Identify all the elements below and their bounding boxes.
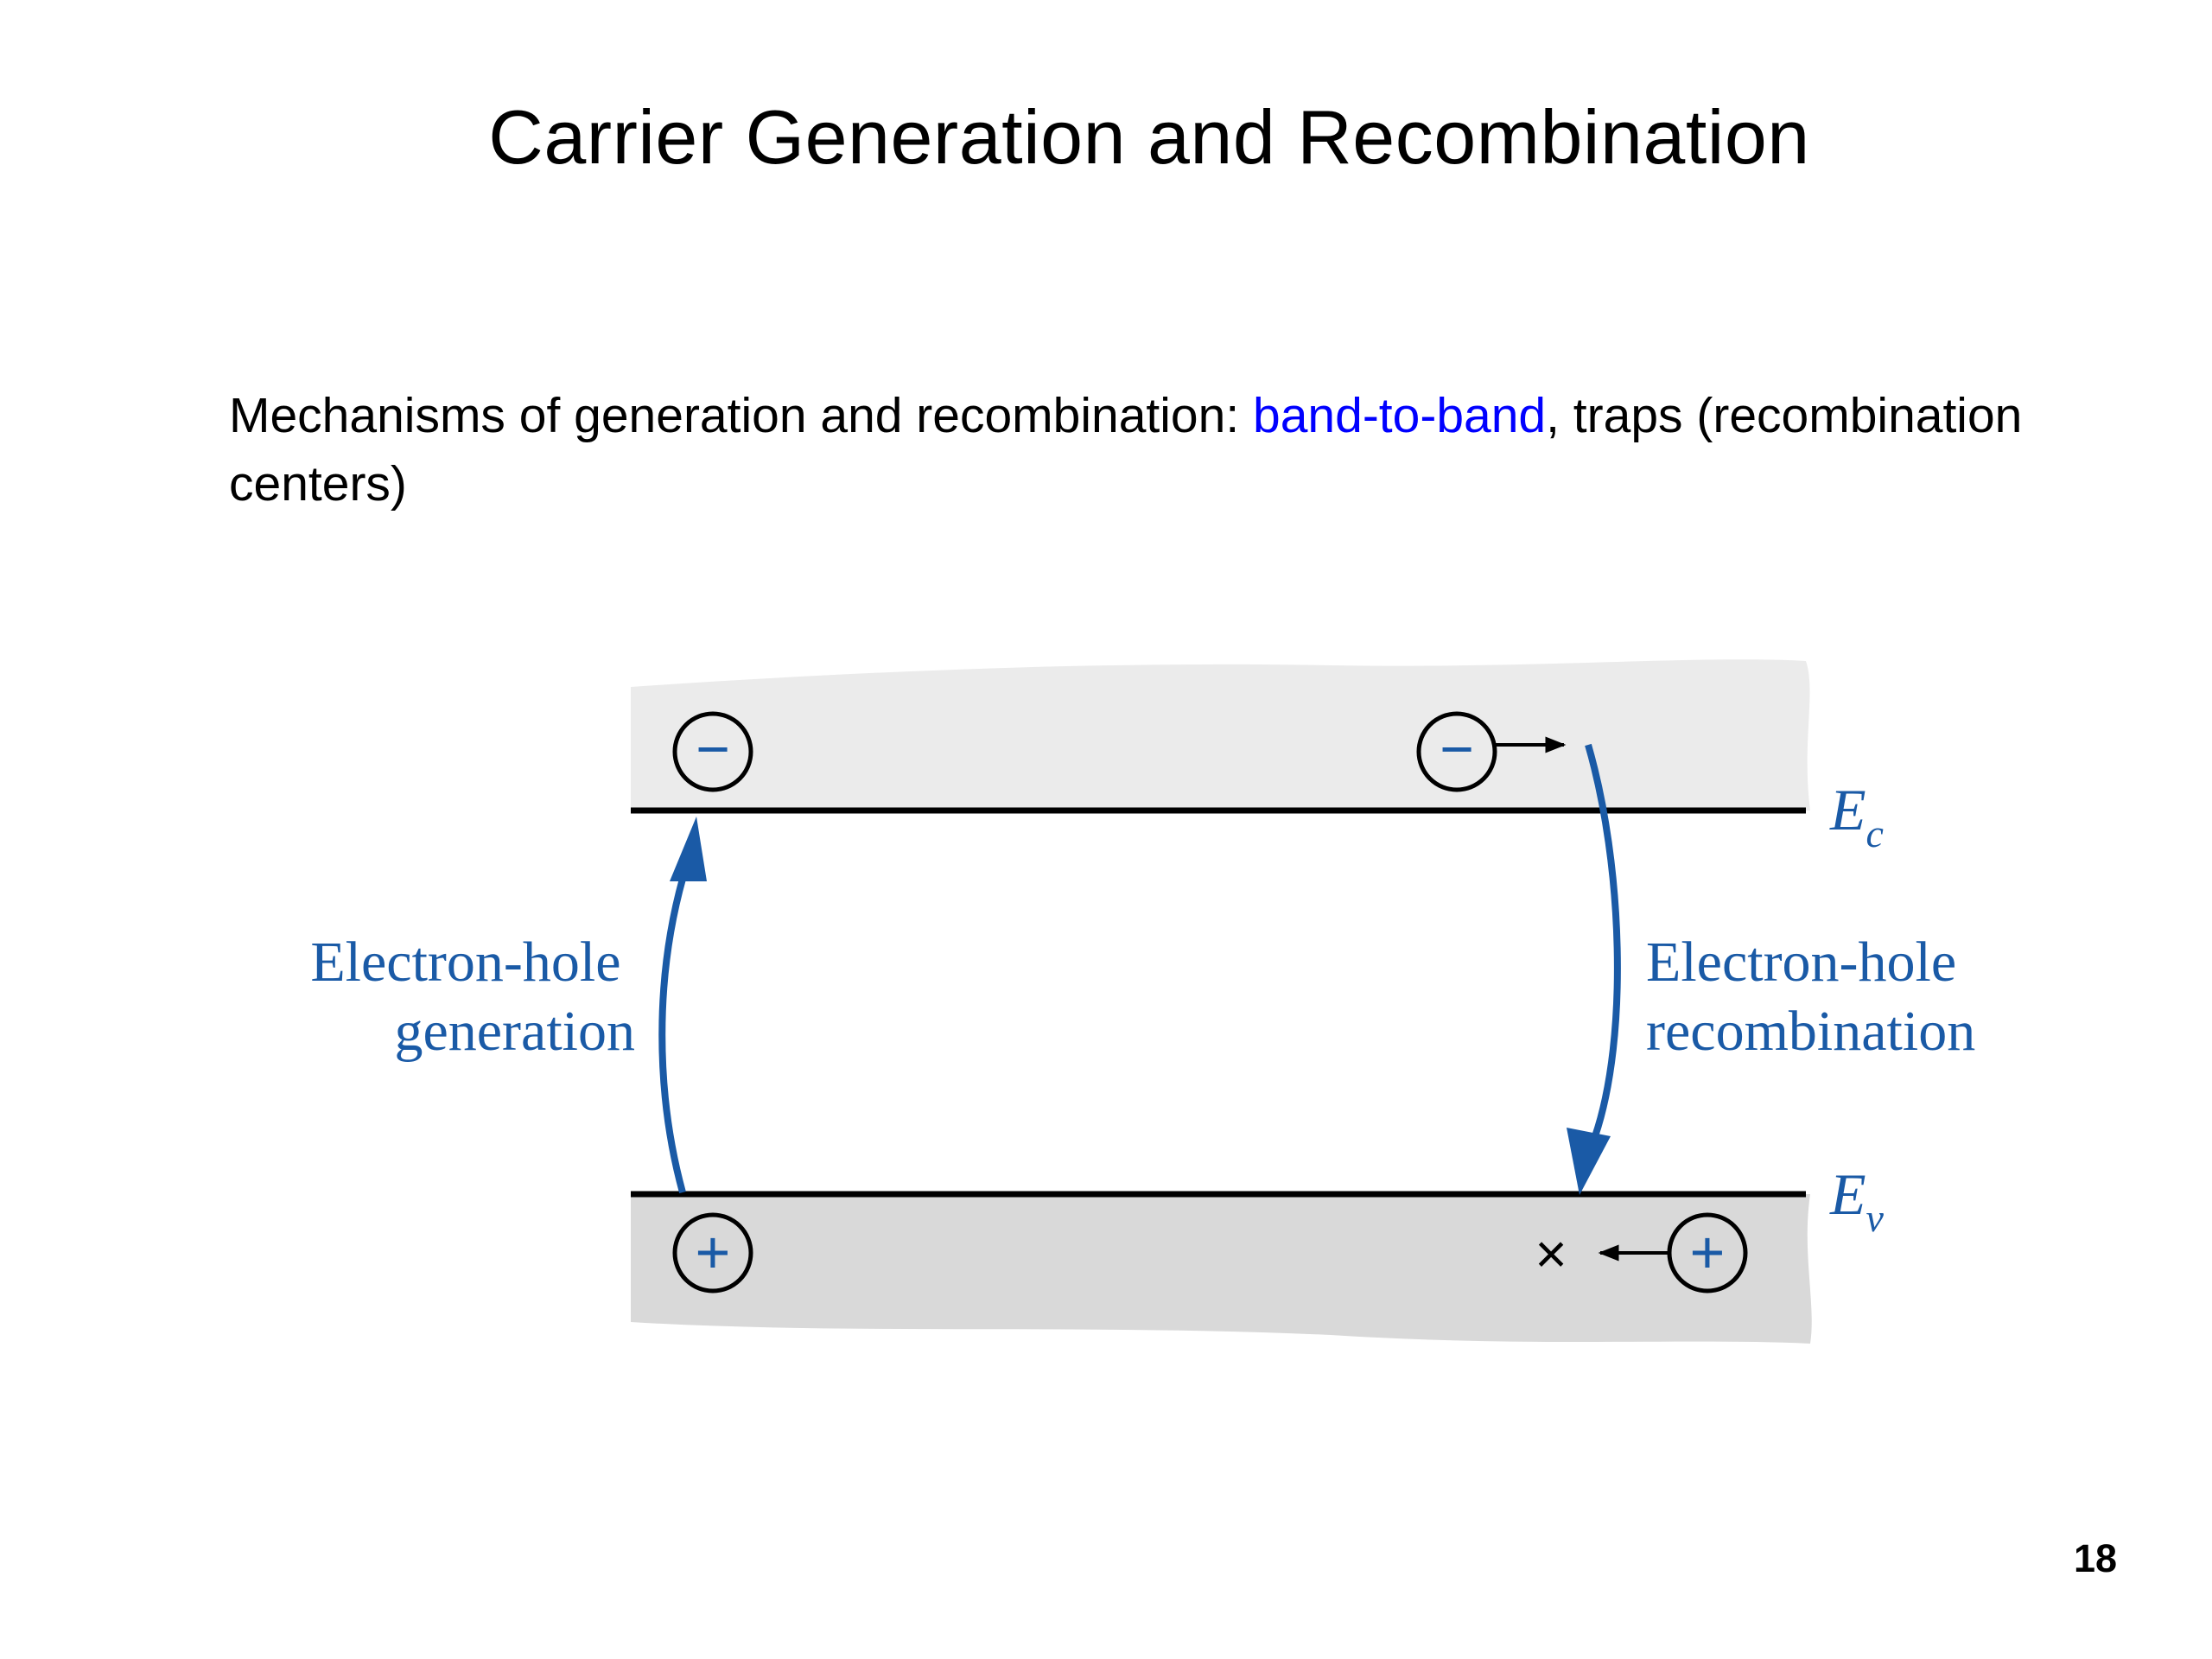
recombination-label: Electron-hole recombination xyxy=(1646,931,1975,1063)
conduction-band-label: Ec xyxy=(1829,777,1884,855)
hole-right: + xyxy=(1667,1212,1748,1294)
electron-left-symbol: − xyxy=(696,716,730,782)
electron-left: − xyxy=(672,711,753,792)
conduction-band-region xyxy=(631,659,1810,810)
generation-label-line1: Electron-hole xyxy=(310,931,620,994)
slide-body-text: Mechanisms of generation and recombinati… xyxy=(229,382,2087,518)
hole-left: + xyxy=(672,1212,753,1294)
valence-band-label-base: E xyxy=(1829,1161,1866,1227)
generation-arrowhead xyxy=(670,817,707,881)
conduction-band-label-base: E xyxy=(1829,777,1866,842)
hole-right-symbol: + xyxy=(1690,1218,1726,1286)
generation-arrow xyxy=(658,862,690,1194)
hole-left-symbol: + xyxy=(696,1218,731,1286)
recombination-label-line2: recombination xyxy=(1646,1000,1975,1063)
recombination-arrow xyxy=(1585,743,1621,1138)
conduction-band-label-subscript: c xyxy=(1866,811,1884,855)
recombination-arrowhead xyxy=(1567,1128,1611,1195)
recombination-label-line1: Electron-hole xyxy=(1646,931,1956,994)
page-number: 18 xyxy=(2073,1536,2117,1580)
body-text-suffix: , traps (recombination centers) xyxy=(229,388,2023,512)
body-text-prefix: Mechanisms of generation and recombinati… xyxy=(229,388,1254,443)
valence-band-label: Ev xyxy=(1829,1161,1885,1240)
slide-title: Carrier Generation and Recombination xyxy=(488,94,1810,180)
valence-band-region xyxy=(631,1194,1812,1344)
valence-band-label-subscript: v xyxy=(1866,1196,1885,1240)
generation-label: Electron-hole generation xyxy=(310,931,635,1063)
annihilation-mark: × xyxy=(1535,1223,1567,1285)
electron-right-symbol: − xyxy=(1440,716,1474,782)
electron-right: − xyxy=(1416,711,1497,792)
body-text-highlight: band-to-band xyxy=(1253,388,1547,443)
generation-label-line2: generation xyxy=(394,1000,635,1063)
